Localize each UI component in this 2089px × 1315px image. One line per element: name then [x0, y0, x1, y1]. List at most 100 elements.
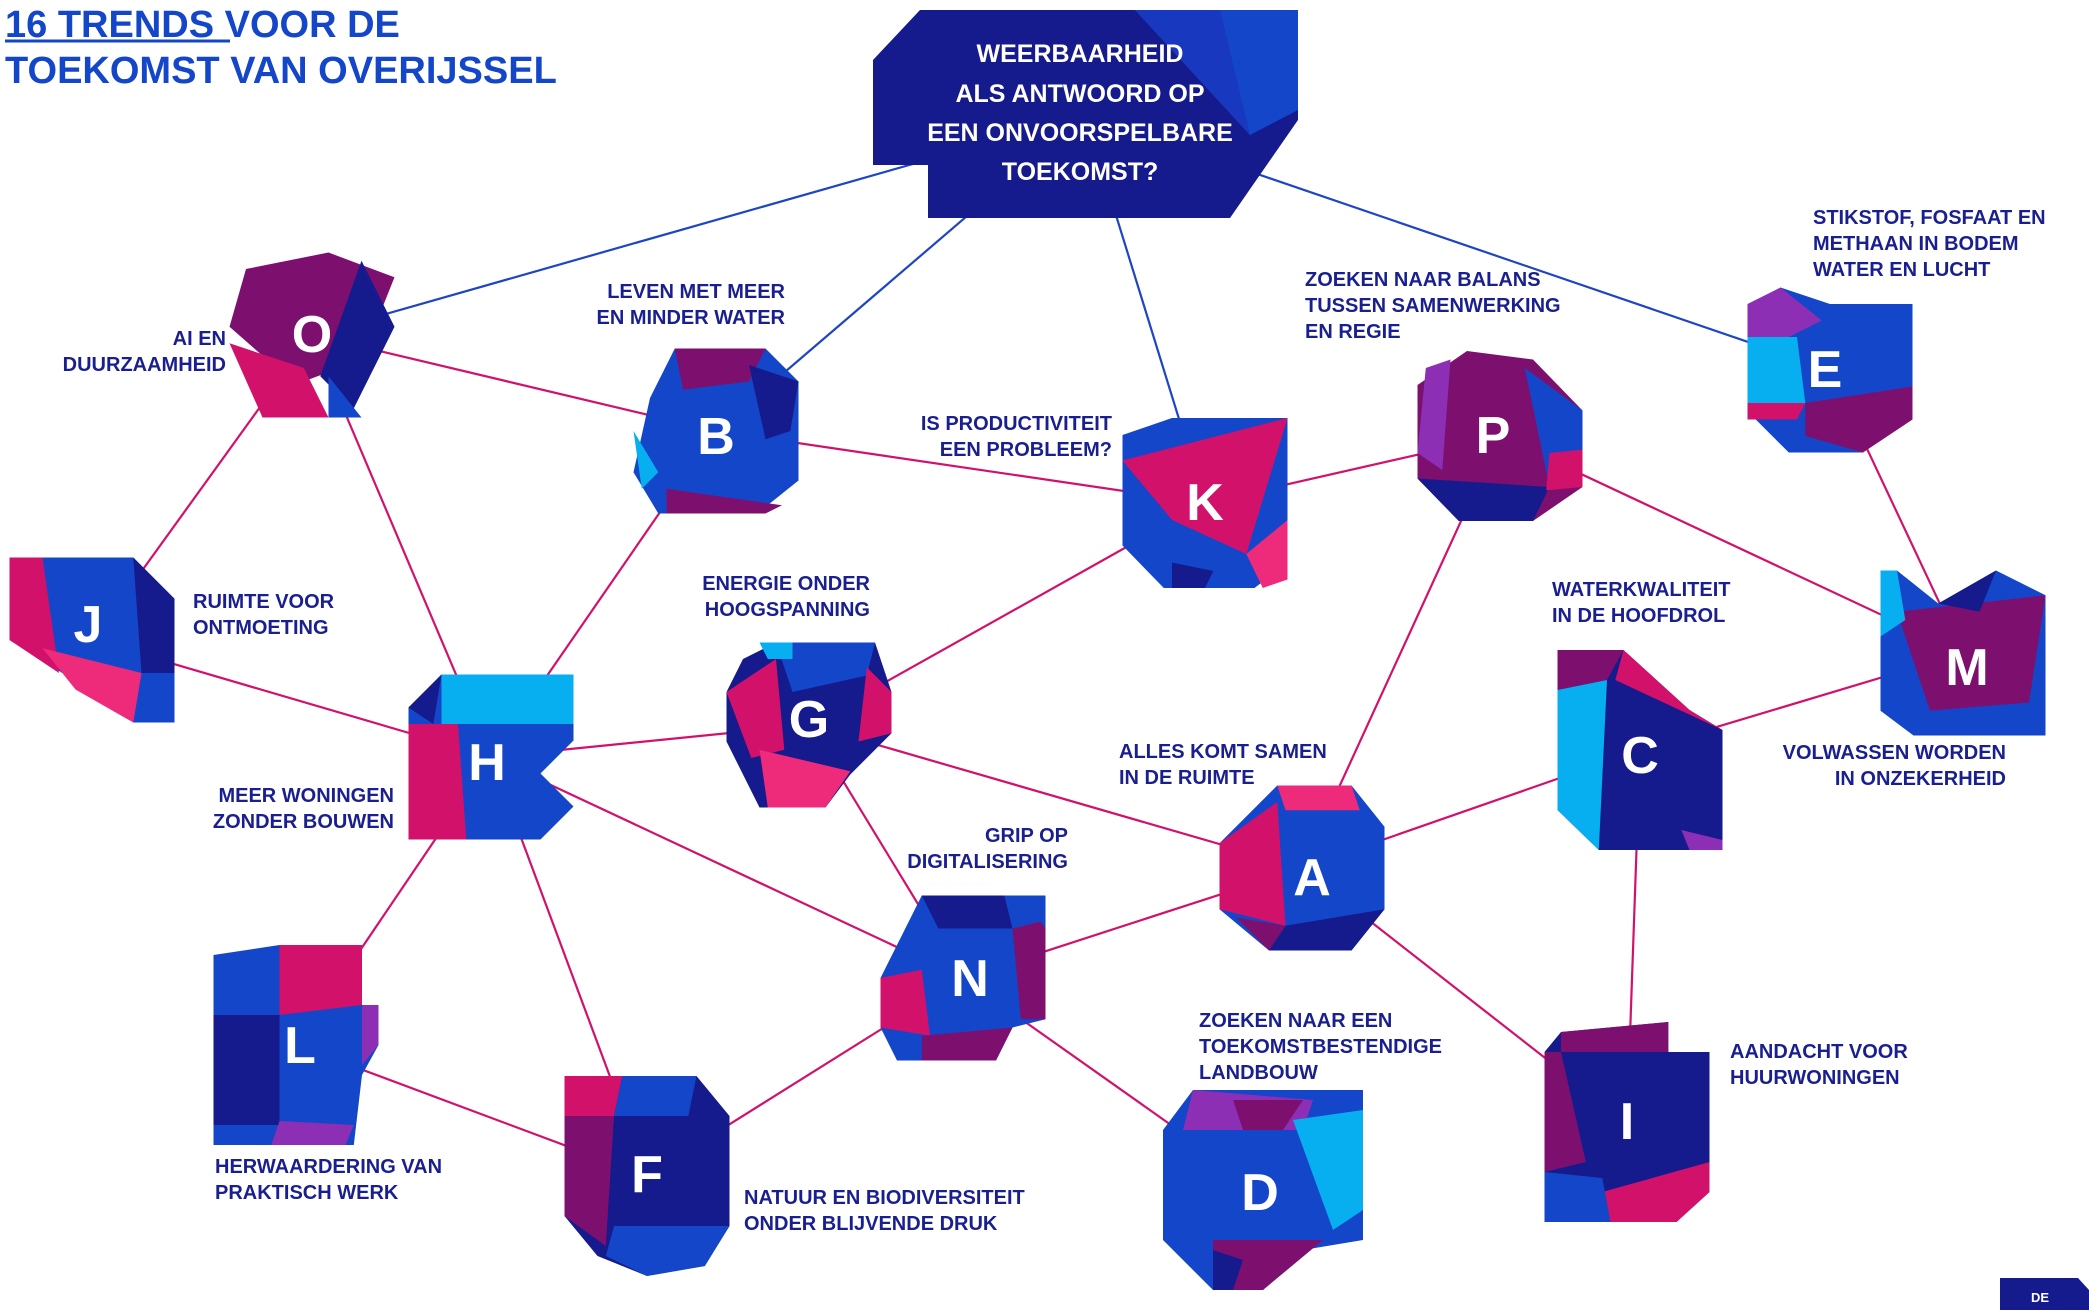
node-facet — [320, 260, 395, 410]
node-label-line: TOEKOMSTBESTENDIGE — [1199, 1036, 1442, 1058]
node-facet — [726, 659, 785, 758]
hub-line-2: ALS ANTWOORD OP — [955, 80, 1204, 108]
node-facet — [759, 749, 851, 808]
node-label-m: VOLWASSEN WORDEN IN ONZEKERHEID — [1783, 742, 2006, 790]
node-label-line: LEVEN MET MEER — [607, 281, 785, 303]
node-facet — [1544, 1172, 1611, 1222]
node-label-line: DIGITALISERING — [907, 851, 1068, 873]
node-letter-l: L — [284, 1017, 316, 1075]
trend-node-m: M — [1880, 570, 2046, 736]
node-label-k: IS PRODUCTIVITEIT EEN PROBLEEM? — [921, 413, 1112, 461]
node-facet — [1602, 1162, 1710, 1222]
node-facet — [1681, 830, 1723, 850]
trend-node-a: A — [1219, 785, 1385, 951]
node-facet — [9, 557, 59, 673]
node-facet — [749, 365, 799, 440]
node-label-line: AANDACHT VOOR — [1730, 1041, 1908, 1063]
hub-line-3: EEN ONVOORSPELBARE — [927, 119, 1233, 147]
node-label-line: HUURWONINGEN — [1730, 1067, 1900, 1089]
node-label-line: RUIMTE VOOR — [193, 591, 335, 613]
node-facet — [605, 1226, 730, 1276]
trend-node-j: J — [9, 557, 175, 723]
node-label-line: IN ONZEKERHEID — [1835, 768, 2006, 790]
node-facet — [1293, 1110, 1363, 1230]
node-facet — [408, 724, 467, 840]
node-facet — [880, 969, 930, 1036]
node-facet — [1546, 449, 1583, 491]
trend-node-n: N — [880, 895, 1046, 1061]
node-facet — [614, 1076, 697, 1116]
node-facet — [1544, 1052, 1586, 1172]
node-facet — [1417, 478, 1550, 521]
node-facet — [564, 1116, 614, 1246]
node-label-line: WATERKWALITEIT — [1552, 579, 1731, 601]
node-facet — [1747, 403, 1806, 420]
node-letter-a: A — [1293, 849, 1331, 907]
title-line1-rest: VOOR DE — [214, 4, 400, 46]
node-facet — [279, 945, 362, 1015]
node-label-j: RUIMTE VOOR ONTMOETING — [193, 591, 335, 639]
corner-badge: DE — [2000, 1278, 2089, 1310]
node-facet — [1938, 570, 1996, 612]
node-facet — [1172, 562, 1214, 588]
node-label-line: ONTMOETING — [193, 617, 329, 639]
node-facet — [921, 895, 1013, 929]
node-facet — [666, 488, 782, 514]
central-question-node: WEERBAARHEID ALS ANTWOORD OP EEN ONVOORS… — [873, 10, 1298, 218]
trend-node-b: B — [633, 348, 799, 514]
node-letter-m: M — [1945, 639, 1988, 697]
node-label-line: TUSSEN SAMENWERKING — [1305, 295, 1561, 317]
node-letter-i: I — [1620, 1093, 1634, 1151]
node-facet — [1880, 570, 1906, 637]
link-h-n — [490, 756, 964, 979]
node-label-line: LANDBOUW — [1199, 1062, 1318, 1084]
node-facet — [328, 376, 362, 418]
node-letter-c: C — [1621, 727, 1659, 785]
trend-node-f: F — [564, 1076, 730, 1276]
node-letter-p: P — [1476, 407, 1511, 465]
node-facet — [1269, 909, 1385, 951]
node-facet — [1615, 650, 1723, 730]
node-letter-e: E — [1808, 341, 1843, 399]
node-letter-j: J — [74, 596, 103, 654]
node-label-line: ZONDER BOUWEN — [213, 811, 394, 833]
node-facet — [1219, 802, 1286, 926]
node-letter-g: G — [789, 691, 829, 749]
node-letter-o: O — [292, 306, 332, 364]
trend-node-i: I — [1544, 1022, 1710, 1222]
node-facet — [564, 1076, 623, 1116]
node-label-line: EN REGIE — [1305, 321, 1401, 343]
node-label-line: IN DE HOOFDROL — [1552, 605, 1725, 627]
node-facet — [1561, 1022, 1669, 1052]
node-letter-h: H — [468, 734, 506, 792]
node-label-i: AANDACHT VOOR HUURWONINGEN — [1730, 1041, 1908, 1089]
node-facet — [674, 348, 766, 390]
trend-node-o: O — [229, 252, 395, 418]
node-facet — [759, 642, 793, 659]
node-facet — [921, 1027, 1013, 1061]
corner-badge-text: DE — [2031, 1290, 2049, 1305]
node-label-line: ENERGIE ONDER — [702, 573, 870, 595]
node-label-line: EEN PROBLEEM? — [940, 439, 1112, 461]
node-label-line: IS PRODUCTIVITEIT — [921, 413, 1112, 435]
node-label-line: ONDER BLIJVENDE DRUK — [744, 1213, 998, 1235]
node-label-line: VOLWASSEN WORDEN — [1783, 742, 2006, 764]
node-facet — [1246, 520, 1288, 588]
node-letter-d: D — [1241, 1164, 1279, 1222]
trend-node-h: H — [408, 674, 574, 840]
trend-node-d: D — [1163, 1090, 1363, 1290]
node-facet — [229, 343, 329, 418]
node-label-line: AI EN — [173, 328, 226, 350]
node-label-line: PRAKTISCH WERK — [215, 1182, 399, 1204]
node-label-line: HOOGSPANNING — [705, 599, 870, 621]
node-facet — [858, 667, 892, 742]
node-facet — [1020, 895, 1046, 929]
node-label-line: IN DE RUIMTE — [1119, 767, 1255, 789]
